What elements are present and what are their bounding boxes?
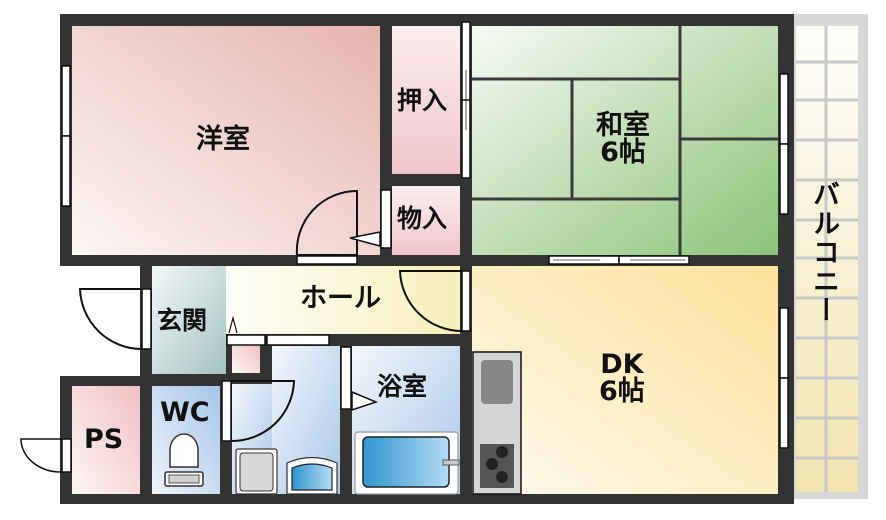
kitchen-counter — [472, 351, 522, 495]
dk-label: DK 6帖 — [599, 351, 645, 405]
western-room — [72, 26, 380, 255]
hall-label: ホール — [300, 283, 381, 314]
dining-kitchen — [472, 266, 778, 494]
toilet — [164, 433, 204, 487]
windows — [61, 21, 789, 449]
toilet-label: WC — [160, 397, 210, 428]
entrance — [152, 266, 226, 374]
bathroom-label: 浴室 — [377, 372, 428, 401]
entrance-label: 玄関 — [157, 306, 208, 335]
closet — [392, 26, 460, 174]
storage-label: 物入 — [397, 204, 448, 233]
washing-machine — [235, 448, 278, 495]
japanese-room-size: 6帖 — [600, 137, 646, 168]
japanese-room — [472, 26, 778, 255]
western-room-label: 洋室 — [196, 124, 250, 155]
pipe-space-label: PS — [84, 424, 124, 455]
balcony-label: バルコニー — [808, 180, 839, 325]
storage — [392, 186, 460, 255]
dk-name: DK — [600, 349, 644, 380]
wash-basin — [286, 456, 338, 495]
japanese-room-name: 和室 — [596, 110, 650, 141]
bathtub — [354, 431, 460, 495]
hall — [226, 266, 460, 334]
balcony — [790, 14, 868, 499]
doors — [20, 189, 471, 473]
closet-label: 押入 — [397, 86, 448, 115]
shoe-cabinet — [232, 345, 260, 373]
pipe-space — [72, 386, 140, 494]
japanese-room-label: 和室 6帖 — [596, 112, 650, 166]
dk-size: 6帖 — [599, 376, 645, 407]
